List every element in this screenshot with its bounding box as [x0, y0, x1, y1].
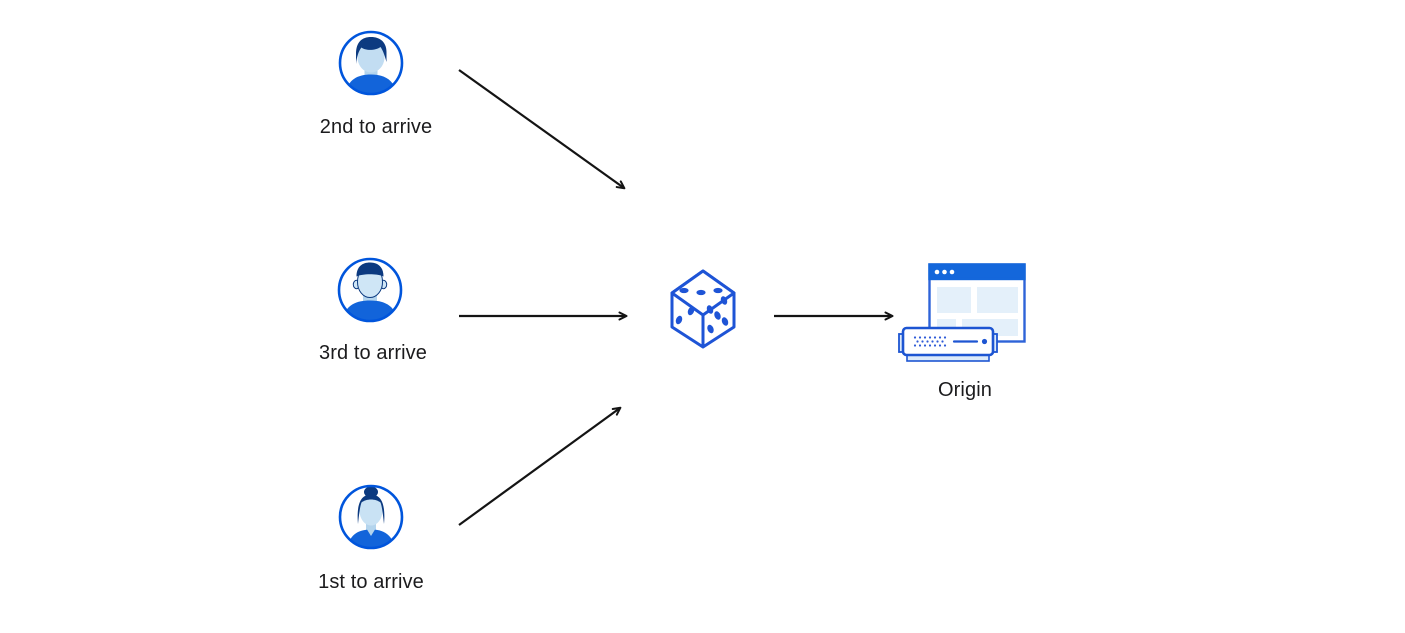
second-user-label: 2nd to arrive: [319, 116, 433, 138]
avatar-man-flat-top-icon: [337, 257, 403, 323]
dice-icon: [670, 269, 736, 349]
third-user-label: 3rd to arrive: [318, 342, 427, 364]
avatar-man-swept-hair-icon: [338, 30, 404, 96]
avatar-woman-bun-icon: [338, 484, 404, 550]
origin-label: Origin: [938, 379, 992, 401]
arrow-first-user-to-dice: [458, 406, 622, 526]
origin-server-icon: [898, 326, 998, 362]
first-user-label: 1st to arrive: [318, 571, 424, 593]
arrow-second-user-to-dice: [458, 69, 626, 190]
